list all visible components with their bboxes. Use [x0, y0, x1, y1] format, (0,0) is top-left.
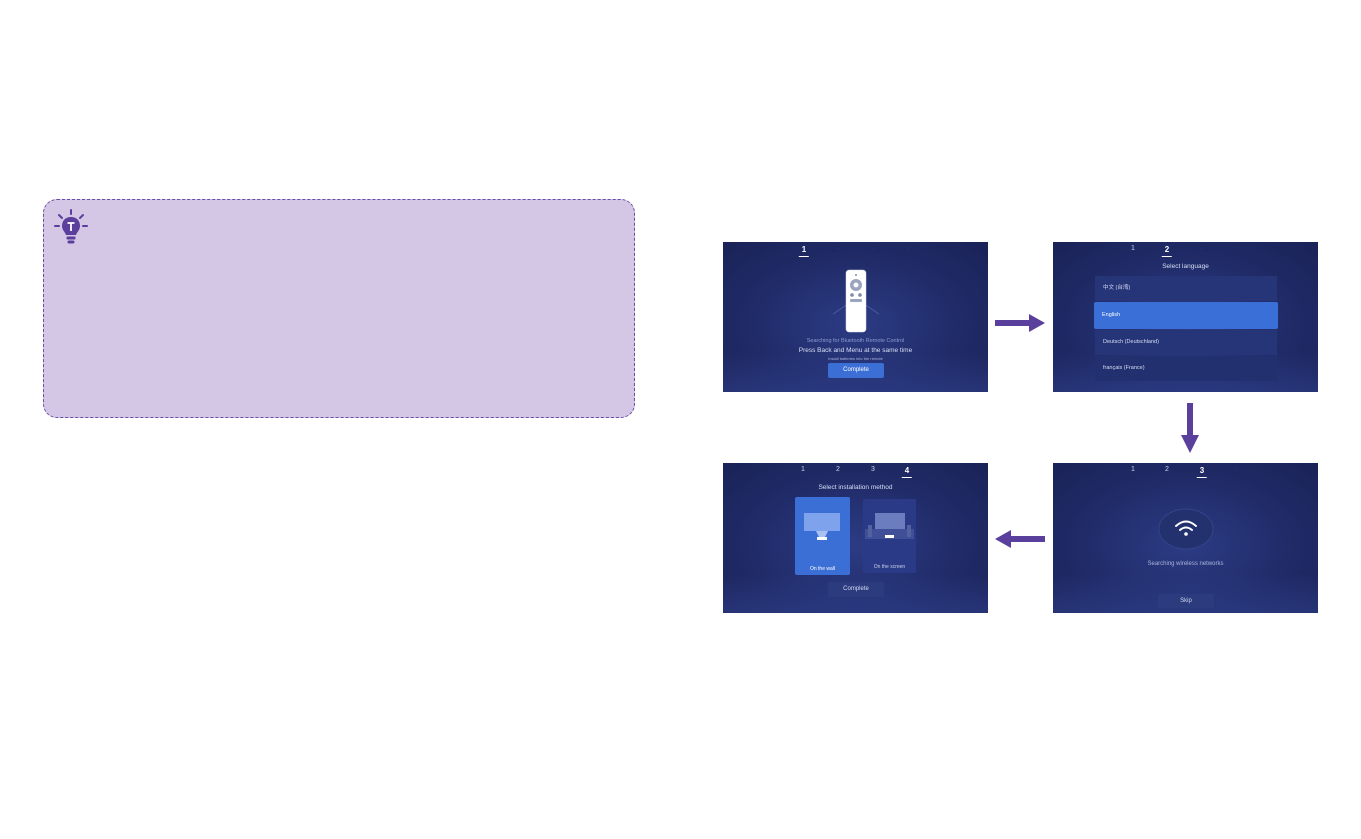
step-indicator: 3 — [1196, 466, 1209, 478]
step-placeholder: · — [906, 245, 910, 252]
remote-pairing-screen: 1 · · · Searching for Bluetooth Remote C… — [723, 242, 988, 392]
step-indicator: 1 — [798, 245, 811, 257]
searching-text: Searching for Bluetooth Remote Control — [806, 338, 905, 344]
option-screen-card[interactable]: On the screen — [863, 499, 916, 573]
language-option-selected[interactable]: English — [1094, 302, 1278, 329]
lightbulb-icon — [54, 209, 88, 244]
option-wall-card[interactable]: On the wall — [795, 497, 850, 575]
skip-button[interactable]: Skip — [1158, 594, 1214, 608]
language-option[interactable]: 中文 (台湾) — [1095, 276, 1277, 301]
arrow-down-icon — [1181, 403, 1199, 453]
screen-projection-icon — [865, 513, 914, 539]
option-wall-label: On the wall — [809, 566, 835, 572]
page-title: Select installation method — [818, 484, 893, 491]
step-indicator: 4 — [901, 466, 914, 478]
language-screen: 1 2 · · Select language 中文 (台湾) English … — [1053, 242, 1318, 392]
remote-control-icon — [832, 269, 880, 333]
option-screen-label: On the screen — [873, 564, 906, 570]
step-indicator: 2 — [1161, 245, 1174, 257]
arrow-left-icon — [995, 530, 1045, 548]
step-indicator: 1 — [1131, 245, 1135, 252]
step-indicator: 2 — [836, 466, 840, 473]
hint-text: Install batteries into the remote — [828, 356, 883, 361]
step-indicator: 1 — [1131, 466, 1135, 473]
language-option[interactable]: Deutsch (Deutschland) — [1095, 330, 1277, 355]
language-option[interactable]: français (France) — [1095, 356, 1277, 381]
status-text: Searching wireless networks — [1147, 561, 1224, 567]
step-indicator: 1 — [801, 466, 805, 473]
complete-button[interactable]: Complete — [828, 582, 884, 597]
step-placeholder: · — [871, 245, 875, 252]
page-title: Select language — [1162, 263, 1209, 270]
wifi-screen: 1 2 3 · Searching wireless networks Skip — [1053, 463, 1318, 613]
step-placeholder: · — [837, 245, 841, 252]
step-placeholder: · — [1235, 466, 1239, 473]
step-indicator: 3 — [871, 466, 875, 473]
wall-projection-icon — [804, 513, 840, 540]
step-indicator: 2 — [1165, 466, 1169, 473]
wifi-icon — [1158, 508, 1214, 550]
step-placeholder: · — [1233, 245, 1237, 252]
complete-button[interactable]: Complete — [828, 363, 884, 378]
tip-box — [43, 199, 635, 418]
arrow-right-icon — [995, 314, 1045, 332]
installation-screen: 1 2 3 4 Select installation method On th… — [723, 463, 988, 613]
step-placeholder: · — [1199, 245, 1203, 252]
instruction-text: Press Back and Menu at the same time — [798, 347, 913, 354]
